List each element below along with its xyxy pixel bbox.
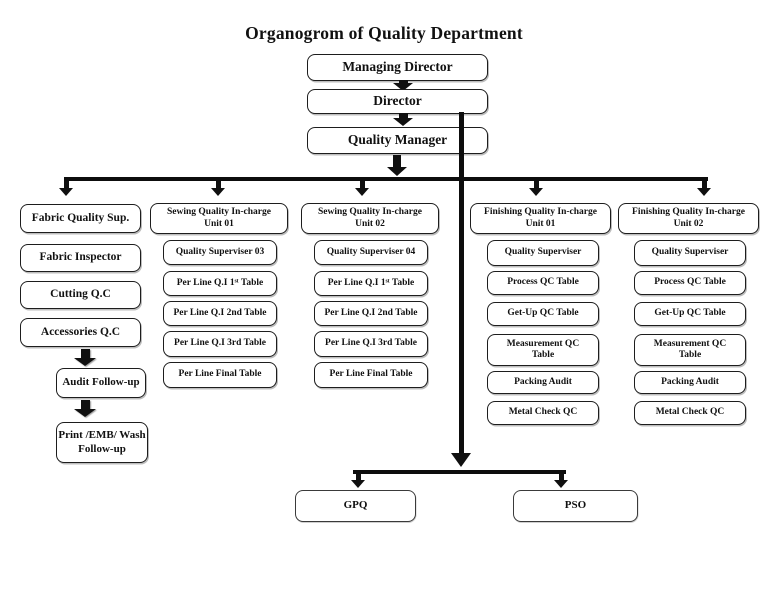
node-quality-superviser-04: Quality Superviser 04 xyxy=(314,240,428,265)
node-per-line-qi-3rd-table-u1: Per Line Q.I 3rd Table xyxy=(163,331,277,357)
arrow-head xyxy=(59,188,73,196)
header-line1: Sewing Quality In-charge xyxy=(318,207,422,218)
header-line2: Unit 02 xyxy=(355,218,385,229)
arrow-head xyxy=(554,480,568,488)
node-sewing-unit-01: Sewing Quality In-charge Unit 01 xyxy=(150,203,288,234)
bottom-branch-line xyxy=(353,470,566,474)
arrow-head xyxy=(355,188,369,196)
arrow-stem xyxy=(393,155,401,167)
page-title: Organogrom of Quality Department xyxy=(245,23,523,43)
node-finishing-unit-02: Finishing Quality In-charge Unit 02 xyxy=(618,203,759,234)
arrow-branch-finishing2-icon xyxy=(697,181,711,196)
node-managing-director: Managing Director xyxy=(307,54,488,81)
arrow-accessories-to-audit-icon xyxy=(74,349,96,366)
node-cutting-qc: Cutting Q.C xyxy=(20,281,141,309)
node-fabric-quality-sup: Fabric Quality Sup. xyxy=(20,204,141,233)
node-sewing-unit-02: Sewing Quality In-charge Unit 02 xyxy=(301,203,439,234)
arrow-branch-sewing1-icon xyxy=(211,181,225,196)
node-quality-superviser-f2: Quality Superviser xyxy=(634,240,746,266)
node-measurement-qc-table-f2: Measurement QC Table xyxy=(634,334,746,366)
arrow-head xyxy=(351,480,365,488)
node-get-up-qc-table-f1: Get-Up QC Table xyxy=(487,302,599,326)
node-metal-check-qc-f2: Metal Check QC xyxy=(634,401,746,425)
node-quality-superviser-f1: Quality Superviser xyxy=(487,240,599,266)
header-line2: Unit 01 xyxy=(525,218,556,229)
arrow-stem xyxy=(398,113,408,118)
arrow-stem xyxy=(701,181,707,188)
arrow-head xyxy=(697,188,711,196)
node-per-line-qi-3rd-table-u2: Per Line Q.I 3rd Table xyxy=(314,331,428,357)
arrow-md-to-director-icon xyxy=(393,80,413,91)
arrow-stem xyxy=(355,474,361,480)
arrow-head xyxy=(393,83,413,91)
node-packing-audit-f2: Packing Audit xyxy=(634,371,746,394)
header-line2: Unit 02 xyxy=(673,218,704,229)
arrow-stem xyxy=(215,181,221,188)
node-per-line-qi-2nd-table-u1: Per Line Q.I 2nd Table xyxy=(163,301,277,326)
director-drop-line xyxy=(459,112,464,454)
node-finishing-unit-01: Finishing Quality In-charge Unit 01 xyxy=(470,203,611,234)
node-per-line-final-table-u1: Per Line Final Table xyxy=(163,362,277,388)
arrow-director-to-qm-icon xyxy=(393,113,413,126)
node-process-qc-table-f1: Process QC Table xyxy=(487,271,599,295)
arrow-stem xyxy=(558,474,564,480)
header-line2: Unit 01 xyxy=(204,218,234,229)
header-line1: Finishing Quality In-charge xyxy=(484,207,597,218)
arrow-head xyxy=(74,358,96,366)
node-pso: PSO xyxy=(513,490,638,522)
arrow-stem xyxy=(533,181,539,188)
arrow-drop-line-head-icon xyxy=(451,453,471,467)
node-process-qc-table-f2: Process QC Table xyxy=(634,271,746,295)
arrow-head xyxy=(74,409,96,417)
node-measurement-qc-table-f1: Measurement QC Table xyxy=(487,334,599,366)
arrow-stem xyxy=(398,80,408,83)
arrow-head xyxy=(451,453,471,467)
arrow-head xyxy=(211,188,225,196)
node-director: Director xyxy=(307,89,488,114)
node-per-line-qi-1st-table-u2: Per Line Q.I 1ˢᵗ Table xyxy=(314,271,428,296)
node-per-line-qi-2nd-table-u2: Per Line Q.I 2nd Table xyxy=(314,301,428,326)
arrow-branch-finishing1-icon xyxy=(529,181,543,196)
node-audit-follow-up: Audit Follow-up xyxy=(56,368,146,398)
node-print-emb-wash-follow-up: Print /EMB/ Wash Follow-up xyxy=(56,422,148,463)
node-get-up-qc-table-f2: Get-Up QC Table xyxy=(634,302,746,326)
arrow-to-gpq-icon xyxy=(351,474,365,488)
node-metal-check-qc-f1: Metal Check QC xyxy=(487,401,599,425)
arrow-head xyxy=(393,118,413,126)
node-fabric-inspector: Fabric Inspector xyxy=(20,244,141,272)
arrow-head xyxy=(529,188,543,196)
arrow-branch-fabric-icon xyxy=(59,181,73,196)
node-packing-audit-f1: Packing Audit xyxy=(487,371,599,394)
arrow-stem xyxy=(80,400,90,409)
node-per-line-final-table-u2: Per Line Final Table xyxy=(314,362,428,388)
arrow-stem xyxy=(359,181,365,188)
arrow-branch-sewing2-icon xyxy=(355,181,369,196)
arrow-to-pso-icon xyxy=(554,474,568,488)
node-accessories-qc: Accessories Q.C xyxy=(20,318,141,347)
node-quality-superviser-03: Quality Superviser 03 xyxy=(163,240,277,265)
arrow-stem xyxy=(63,181,69,188)
header-line1: Sewing Quality In-charge xyxy=(167,207,271,218)
arrow-qm-to-branch-icon xyxy=(387,155,407,176)
node-quality-manager: Quality Manager xyxy=(307,127,488,154)
arrow-head xyxy=(387,167,407,176)
node-per-line-qi-1st-table-u1: Per Line Q.I 1ˢᵗ Table xyxy=(163,271,277,296)
branch-line xyxy=(64,177,708,181)
arrow-stem xyxy=(80,349,90,358)
node-gpq: GPQ xyxy=(295,490,416,522)
arrow-audit-to-print-icon xyxy=(74,400,96,417)
header-line1: Finishing Quality In-charge xyxy=(632,207,745,218)
